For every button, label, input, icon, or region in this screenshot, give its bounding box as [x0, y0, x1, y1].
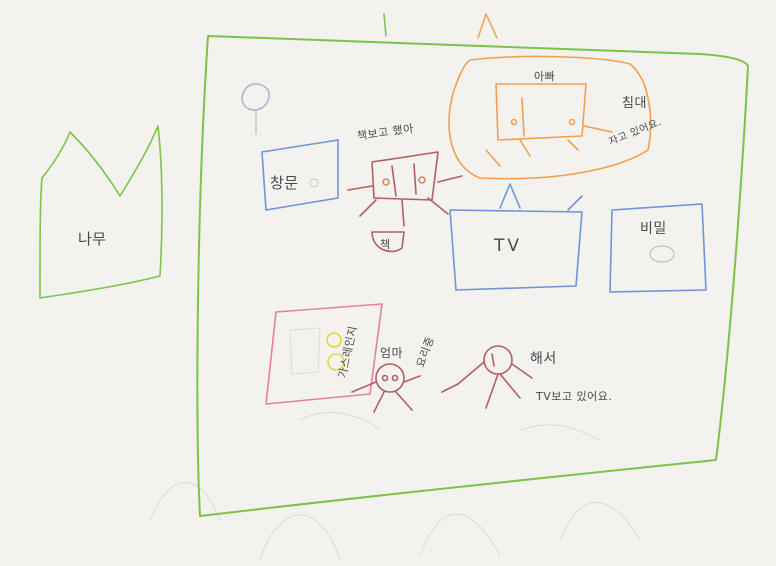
erased-sketch-marks [149, 412, 641, 561]
book-reader-figure [347, 151, 463, 253]
orange-roof-mark [477, 13, 498, 39]
mom-figure [351, 363, 421, 413]
secret-label: 비밀 [640, 221, 667, 237]
tv [449, 183, 583, 291]
tree-label: 나무 [78, 230, 107, 248]
chimney-mark [383, 13, 387, 37]
bed [448, 55, 652, 180]
secret-box [609, 203, 707, 293]
tv-label: TV [494, 236, 523, 256]
gas-range [265, 303, 383, 405]
mom-label: 엄마 [380, 346, 404, 360]
bed-label: 침대 [622, 96, 647, 111]
book-label: 책 [380, 238, 391, 251]
haeseo-label: 해서 [530, 351, 557, 367]
haeseo-figure [441, 345, 533, 409]
house-outline [196, 35, 749, 517]
watching-tv-label: TV보고 있어요. [536, 390, 613, 403]
head-sketch [241, 83, 270, 111]
dad-label: 아빠 [534, 70, 556, 83]
tree [39, 125, 163, 299]
window [261, 139, 339, 211]
window-label: 창문 [270, 174, 299, 192]
